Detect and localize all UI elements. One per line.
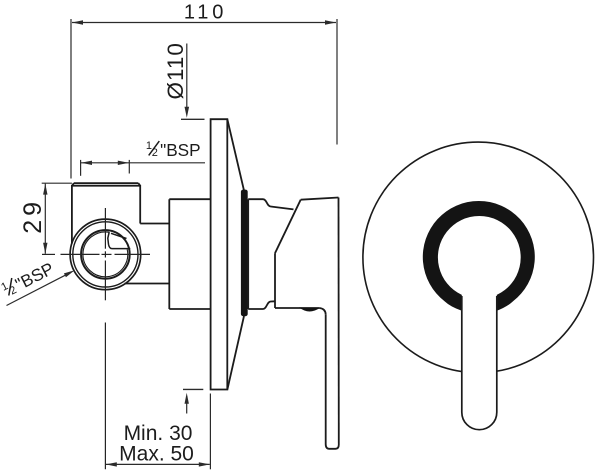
svg-text:2: 2: [8, 284, 19, 297]
svg-text:Min. 30: Min. 30: [124, 422, 193, 445]
svg-text:Ø110: Ø110: [163, 42, 188, 99]
svg-text:"BSP: "BSP: [160, 140, 201, 160]
svg-text:1: 1: [0, 280, 10, 293]
svg-text:2: 2: [152, 147, 158, 159]
svg-text:29: 29: [19, 198, 47, 234]
svg-text:1: 1: [146, 140, 152, 152]
svg-text:Max. 50: Max. 50: [119, 443, 194, 466]
svg-text:110: 110: [184, 2, 227, 24]
